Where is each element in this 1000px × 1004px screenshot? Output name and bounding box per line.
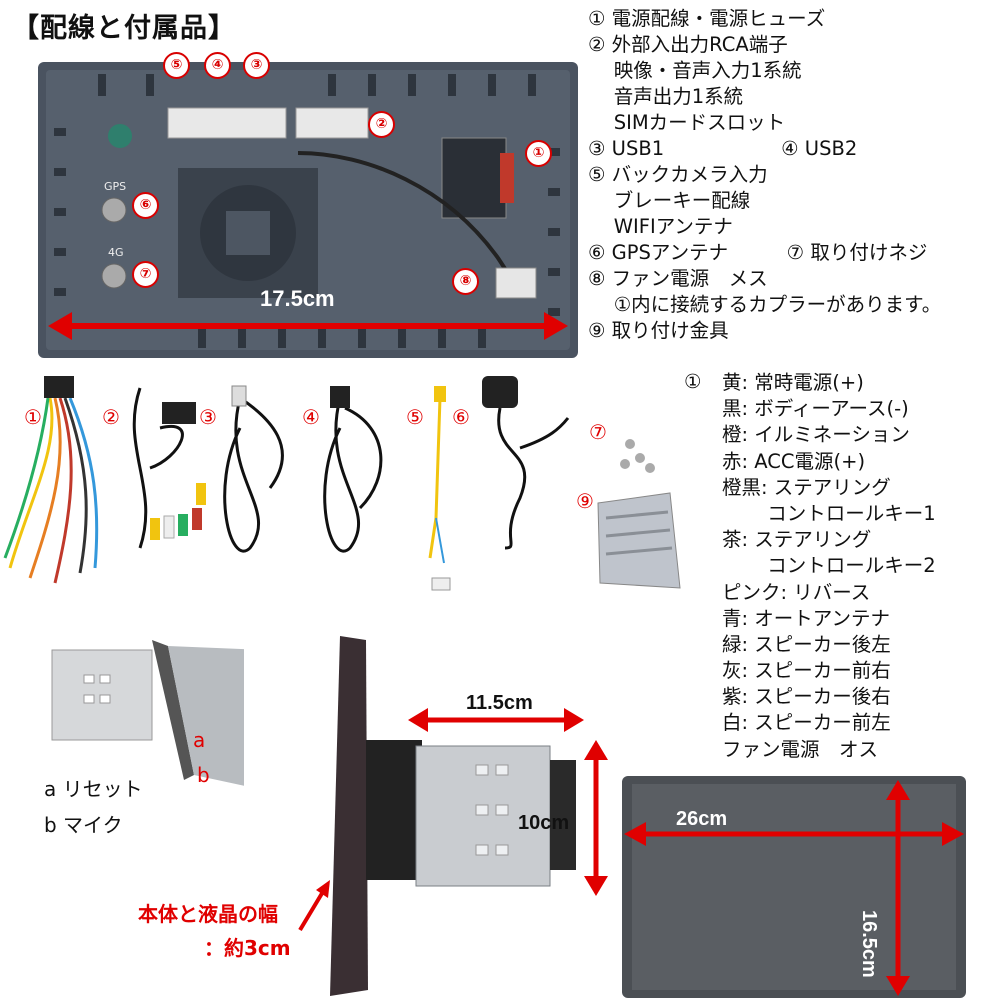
description-line: ② 外部入出力RCA端子 [588, 33, 788, 56]
wire-color-item: 黄: 常時電源(+) [722, 371, 864, 394]
description-line: ブレーキー配線 [588, 189, 751, 212]
badge-7: ⑦ [132, 261, 159, 288]
wire-list-header: ① [684, 370, 702, 393]
description-line: SIMカードスロット [588, 111, 786, 134]
wire-color-item: 緑: スピーカー後左 [722, 632, 891, 656]
description-line: 映像・音声入力1系統 [588, 59, 802, 82]
wire-color-item: 橙黒: ステアリング [722, 475, 891, 499]
description-line: ① 電源配線・電源ヒューズ [588, 7, 826, 30]
unit-side-photo [300, 630, 620, 1000]
accessory-badge-2: ② [102, 405, 120, 429]
wire-color-item: 橙: イルミネーション [722, 423, 910, 447]
wire-color-item: 茶: ステアリング [722, 528, 872, 552]
accessories-photo [0, 368, 690, 598]
thickness-label-line1: 本体と液晶の幅 [138, 902, 278, 926]
wire-color-item: コントロールキー2 [722, 554, 936, 578]
unit-side-illustration [330, 636, 608, 996]
badge-4: ④ [204, 52, 231, 79]
accessory-badge-3: ③ [199, 405, 217, 429]
description-line: ⑨ 取り付け金具 [588, 319, 729, 342]
unit-width-label: 17.5cm [260, 286, 335, 311]
description-line: 音声出力1系統 [588, 85, 744, 108]
head-unit-rear-photo: GPS 4G 17.5cm [38, 58, 578, 360]
wire-color-item: 黒: ボディーアース(-) [722, 397, 909, 421]
wire-color-item: ピンク: リバース [722, 580, 871, 604]
reset-description: a リセット [44, 777, 143, 801]
screen-width-label: 26cm [676, 808, 728, 830]
thickness-label-line2: ：約3cm [204, 936, 291, 960]
accessory-badge-1: ① [24, 405, 42, 429]
badge-5: ⑤ [163, 52, 190, 79]
mic-description: b マイク [44, 813, 123, 837]
accessories-illustration [3, 376, 681, 591]
gps-port-label: GPS [104, 180, 127, 193]
wire-color-item: 青: オートアンテナ [722, 606, 890, 630]
4g-port-label: 4G [108, 246, 124, 259]
accessory-badge-9: ⑨ [576, 489, 594, 513]
description-line: ③ USB1 ④ USB2 [588, 137, 858, 160]
reset-marker: a [193, 728, 206, 752]
screen-photo [622, 776, 966, 998]
wire-color-item: ファン電源 オス [722, 737, 879, 761]
mic-marker: b [197, 763, 210, 787]
wire-color-item: 赤: ACC電源(+) [722, 449, 866, 473]
badge-6: ⑥ [132, 192, 159, 219]
side-view-photo [44, 640, 264, 790]
description-line: ①内に接続するカプラーがあります。 [588, 293, 942, 316]
page-title: 【配線と付属品】 [12, 13, 236, 44]
accessory-badge-5: ⑤ [406, 405, 424, 429]
badge-8: ⑧ [452, 268, 479, 295]
head-unit-rear-illustration [38, 62, 578, 358]
wire-color-list: 黄: 常時電源(+) 黒: ボディーアース(-) 橙: イルミネーション 赤: … [722, 370, 1000, 763]
badge-3: ③ [243, 52, 270, 79]
screen-illustration [622, 776, 966, 998]
description-line: ⑥ GPSアンテナ ⑦ 取り付けネジ [588, 241, 928, 264]
screen-height-label: 16.5cm [858, 910, 880, 978]
wire-color-item: 紫: スピーカー後右 [722, 685, 891, 709]
wire-color-item: コントロールキー1 [722, 501, 936, 525]
wire-color-item: 白: スピーカー前左 [722, 711, 891, 735]
badge-1: ① [525, 140, 552, 167]
badge-2: ② [368, 111, 395, 138]
side-view-illustration [51, 640, 264, 790]
parts-description-list: ① 電源配線・電源ヒューズ ② 外部入出力RCA端子 映像・音声入力1系統 音声… [588, 6, 998, 344]
accessory-badge-4: ④ [302, 405, 320, 429]
height-label: 10cm [518, 812, 570, 834]
description-line: WIFIアンテナ [588, 215, 733, 238]
description-line: ⑧ ファン電源 メス [588, 267, 768, 290]
depth-label: 11.5cm [466, 692, 533, 714]
accessory-badge-6: ⑥ [452, 405, 470, 429]
accessory-badge-7: ⑦ [589, 420, 607, 444]
wire-color-item: 灰: スピーカー前右 [722, 659, 891, 683]
description-line: ⑤ バックカメラ入力 [588, 163, 768, 186]
thickness-arrow [296, 880, 336, 940]
